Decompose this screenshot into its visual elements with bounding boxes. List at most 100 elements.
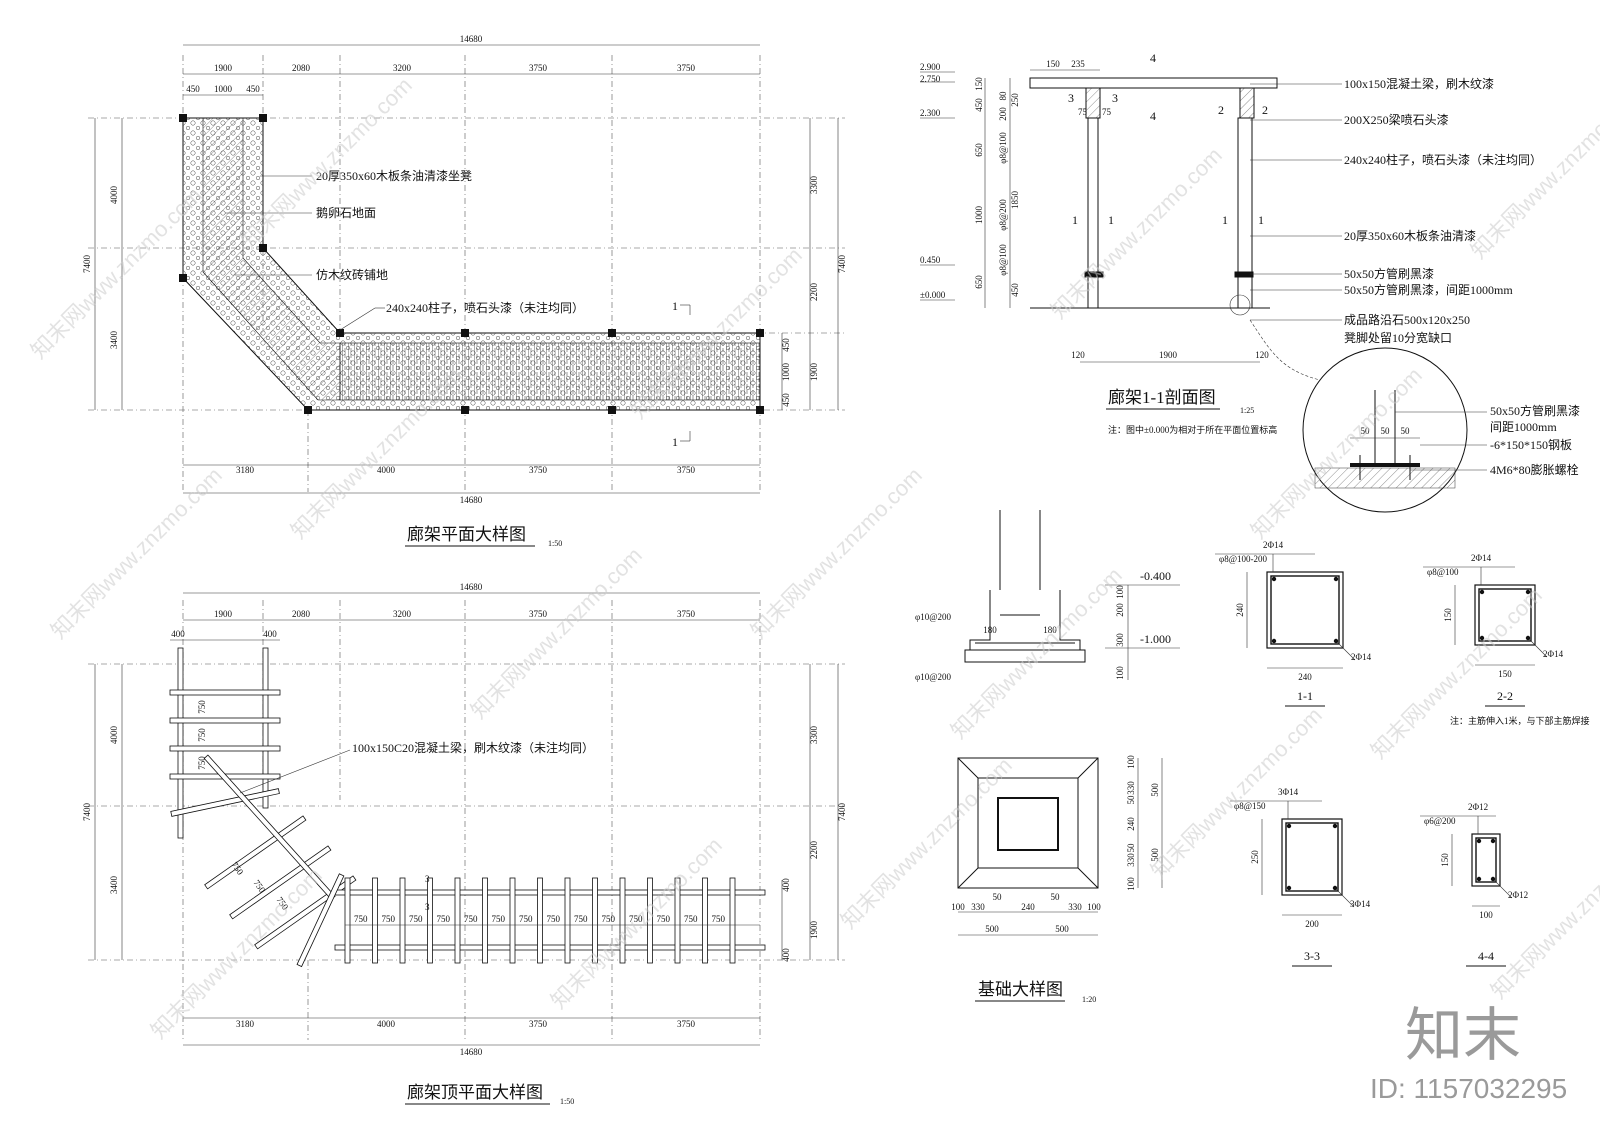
cs-stirrup: φ6@200 (1424, 816, 1456, 826)
detail-dim-1: 50 (1381, 426, 1391, 436)
roof-rafter (509, 877, 516, 964)
section-mark-2b: 2 (1262, 103, 1268, 117)
foundation-title: 基础大样图 (978, 980, 1063, 999)
section-left-1: 450 (974, 98, 984, 112)
detail-label-3: 4M6*80膨胀螺栓 (1490, 462, 1579, 477)
plan-leaders (225, 175, 385, 331)
plan-dimension-lines (94, 44, 839, 494)
foundation-inner-0: 180 (983, 625, 997, 635)
plan-label-pebble: 鹅卵石地面 (316, 206, 376, 220)
cs-bottom-bar: 2Φ12 (1508, 890, 1528, 900)
watermark-text: 知末网www.znzmo.com (946, 562, 1127, 743)
brand-text: 知末 (1405, 1001, 1521, 1069)
cs-top-bar: 3Φ14 (1278, 787, 1299, 797)
section-drawing: 2.900 2.750 2.300 0.450 ±0.000 150 235 1… (920, 51, 1542, 435)
foundation-plan-hdim: 330 (971, 902, 985, 912)
plan-dim-bot-1: 4000 (377, 465, 396, 475)
foundation-plan-hdim-outer: 500 (1055, 924, 1069, 934)
foundation-plan-hdim: 100 (951, 902, 965, 912)
section-left-3: 1000 (974, 206, 984, 225)
cs-width: 100 (1479, 910, 1493, 920)
roof-left-inner-1: 3400 (109, 876, 119, 895)
roof-spacing-label: 750 (684, 914, 698, 924)
plan-right-inner-1: 2200 (809, 283, 819, 302)
foundation-plan-vdim: 330 (1126, 781, 1136, 795)
roof-right-inner-2: 1900 (809, 921, 819, 940)
roof-rafter (454, 877, 461, 964)
roof-rafter (344, 877, 351, 964)
cs-width: 200 (1305, 919, 1319, 929)
plan-label-tile: 仿木纹砖铺地 (316, 267, 388, 282)
roof-spacing-label: 750 (602, 914, 616, 924)
roof-sub-0: 400 (171, 629, 185, 639)
plan-dim-bot-2: 3750 (529, 465, 548, 475)
section-label-7: 凳脚处留10分宽缺口 (1344, 330, 1452, 345)
roof-scale: 1:50 (560, 1097, 574, 1106)
foundation-plan-hdim: 240 (1021, 902, 1035, 912)
section-label-2: 240x240柱子，喷石头漆（未注均同） (1344, 152, 1542, 167)
roof-dim-bot-1: 4000 (377, 1019, 396, 1029)
section-left-0: 150 (974, 77, 984, 91)
foundation-plan-hdim: 330 (1068, 902, 1082, 912)
roof-spacing-label: 750 (712, 914, 726, 924)
foundation-rebar-0: φ10@200 (915, 612, 951, 622)
section-inner-2: 250 (1010, 93, 1020, 107)
detail-circle: 50 50 50 50x50方管刷黑漆 间距1000mm -6*150*150钢… (1249, 319, 1580, 513)
plan-right-inner-0: 3300 (809, 176, 819, 195)
brand-logo: 知末 ID: 1157032295 (1370, 1001, 1567, 1104)
foundation-vdim-2: 300 (1115, 633, 1125, 647)
roof-spacing-label: 750 (197, 700, 207, 714)
roof-section-mark-a: 3 (425, 874, 430, 884)
roof-section-mark-b: 3 (425, 902, 430, 912)
plan-left-inner-1: 3400 (109, 331, 119, 350)
detail-label-2: -6*150*150钢板 (1490, 438, 1572, 452)
roof-rafter (399, 877, 406, 964)
roof-right-outer: 7400 (837, 803, 847, 822)
section-label-4: 50x50方管刷黑漆 (1344, 266, 1434, 281)
roof-total-bottom: 14680 (460, 1047, 483, 1057)
cs-bottom-bar: 2Φ14 (1351, 652, 1372, 662)
foundation-plan-dims (958, 758, 1163, 936)
roof-spacing-label: 750 (657, 914, 671, 924)
foundation-plan-vdim-outer: 500 (1150, 848, 1160, 862)
section-bot-0: 120 (1071, 350, 1085, 360)
plan-right-inner-2: 1900 (809, 363, 819, 382)
cs-name: 4-4 (1478, 949, 1494, 963)
plan-section-mark-bottom: 1 (672, 435, 678, 449)
roof-spacing-label: 750 (437, 914, 451, 924)
roof-rafter (619, 877, 626, 964)
roof-dim-top-2: 3200 (393, 609, 412, 619)
roof-spacing-label: 750 (492, 914, 506, 924)
section-mark-75b: 75 (1102, 107, 1112, 117)
plan-title: 廊架平面大样图 (407, 525, 526, 544)
roof-rafter (674, 877, 681, 964)
foundation-rebar-1: φ10@200 (915, 672, 951, 682)
roof-spacing-label: 750 (197, 756, 207, 770)
roof-drawing: 14680 1900 2080 3200 3750 3750 400 400 3… (82, 582, 847, 1106)
foundation-plan-hdim: 100 (1087, 902, 1101, 912)
roof-rafter (647, 877, 653, 964)
cs-stirrup: φ8@100-200 (1219, 554, 1267, 564)
detail-dim-2: 50 (1401, 426, 1411, 436)
plan-dim-top-1: 2080 (292, 63, 311, 73)
section-label-3: 20厚350x60木板条油清漆 (1344, 229, 1476, 243)
foundation-plan-vdim: 330 (1126, 853, 1136, 867)
roof-spacing-label: 750 (574, 914, 588, 924)
cs-height: 240 (1235, 603, 1245, 617)
section-mark-4a: 4 (1150, 51, 1156, 65)
roof-dim-top-4: 3750 (677, 609, 696, 619)
section-inner-0: 80 (998, 91, 1008, 101)
section-inner-5: φ8@200 (998, 199, 1008, 231)
foundation-vdim-3: 100 (1115, 666, 1125, 680)
cs-name: 2-2 (1497, 689, 1513, 703)
plan-section-marker (680, 304, 691, 442)
section-dim-lines (920, 69, 1260, 363)
plan-columns (179, 114, 764, 414)
section-mark-75a: 75 (1078, 107, 1088, 117)
roof-dim-top-0: 1900 (214, 609, 233, 619)
foundation-plan-vdim: 100 (1126, 755, 1136, 769)
